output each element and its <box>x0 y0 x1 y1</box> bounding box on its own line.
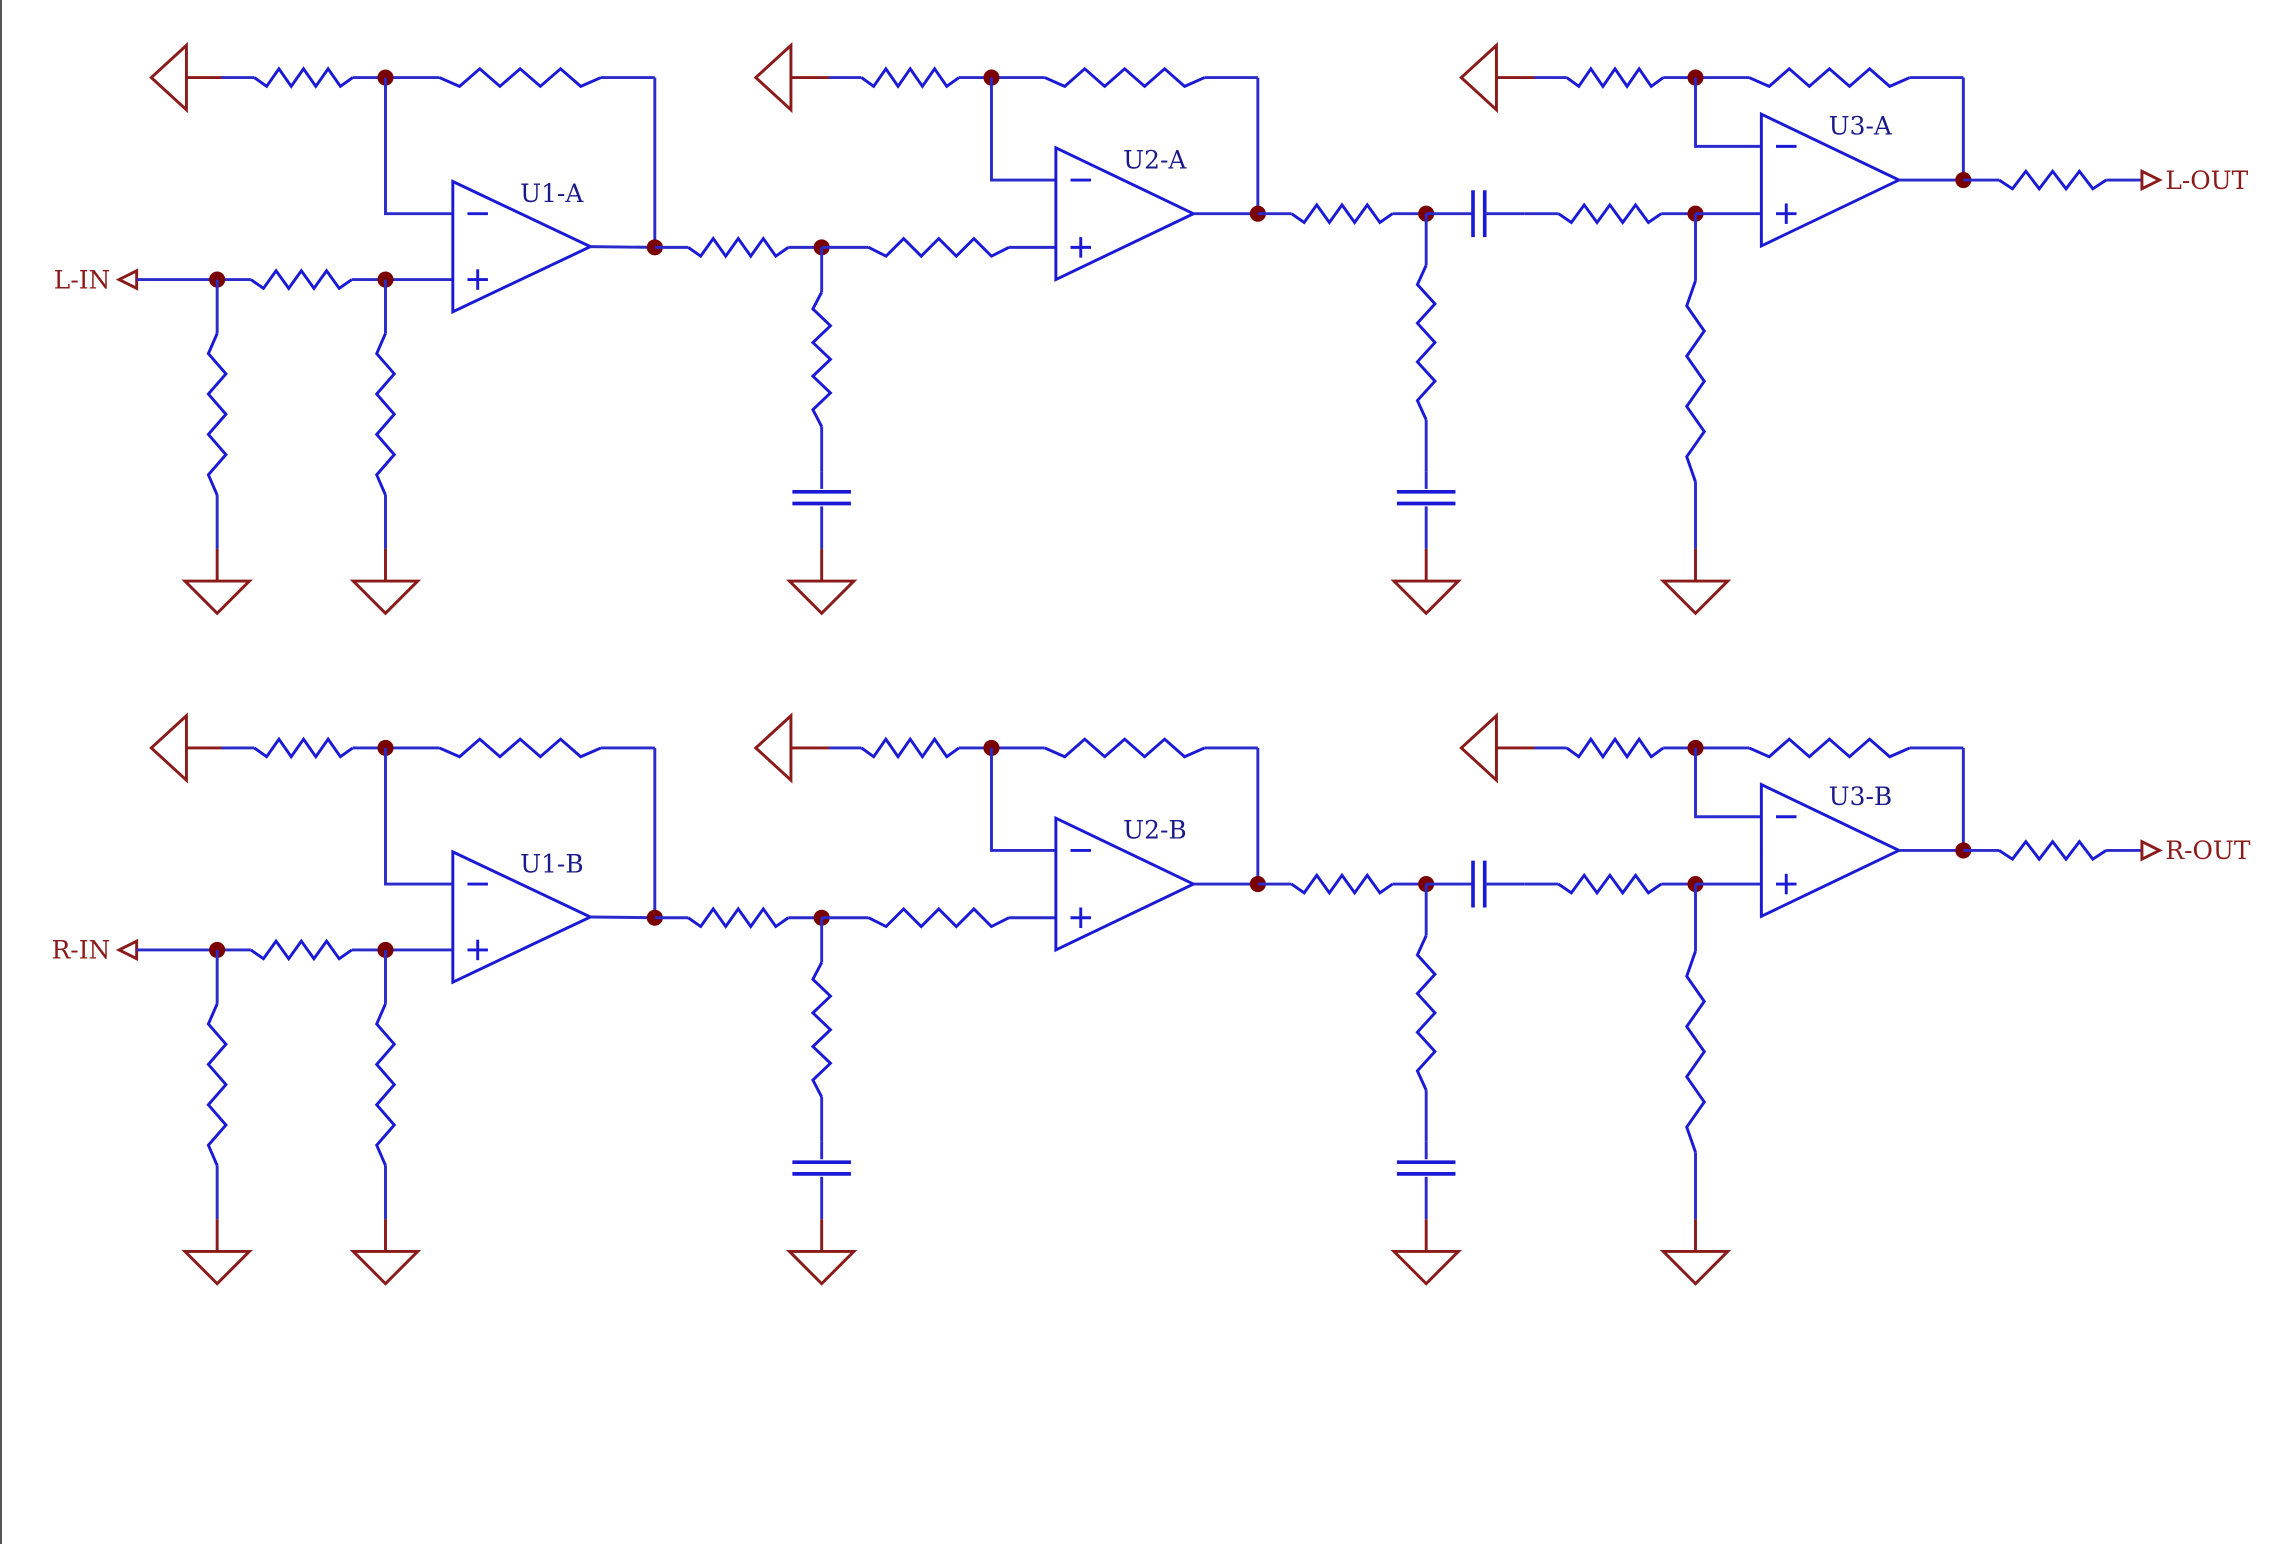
ground-triangle-icon <box>181 579 253 616</box>
resistor-zigzag-icon <box>867 906 1010 929</box>
resistor-zigzag-icon <box>249 268 353 291</box>
resistor-zigzag-icon <box>1044 737 1206 759</box>
wire <box>384 747 453 886</box>
opamp-label: U1-B <box>520 849 583 878</box>
resistor-zigzag-icon <box>374 332 397 496</box>
resistor-zigzag-icon <box>1998 168 2108 192</box>
resistor-zigzag-icon <box>687 236 790 259</box>
input-port-label: R-IN <box>52 936 111 965</box>
resistor-zigzag-icon <box>206 332 228 496</box>
opamp-u3-a: U3-A <box>1759 112 1903 249</box>
resistor-zigzag-icon <box>253 736 354 760</box>
channel-left: L-IN U1-A U2-A U3-A L-OUT <box>54 42 2249 616</box>
junction-dot-icon <box>1687 69 1704 86</box>
ground-triangle-icon <box>1390 579 1462 616</box>
reference-triangle-icon <box>149 42 188 114</box>
opamp-u1-a: U1-A <box>451 179 594 315</box>
ground-triangle-icon <box>1659 1249 1732 1286</box>
schematic-root: L-IN U1-A U2-A U3-A L-OUT R-IN U1-B U2-B U3-B R-O… <box>52 42 2251 1286</box>
ground-triangle-icon <box>1659 579 1732 616</box>
wire <box>1694 77 1762 148</box>
output-port-label: R-OUT <box>2165 836 2250 865</box>
reference-triangle-icon <box>1459 712 1498 784</box>
opamp-u2-a: U2-A <box>1054 145 1197 282</box>
resistor-zigzag-icon <box>1557 872 1663 896</box>
resistor-zigzag-icon <box>1290 872 1394 896</box>
opamp-u2-b: U2-B <box>1054 816 1197 953</box>
resistor-zigzag-icon <box>1684 950 1707 1153</box>
opamp-label: U3-A <box>1829 112 1893 141</box>
reference-triangle-icon <box>149 712 188 784</box>
wire <box>989 747 1056 852</box>
resistor-zigzag-icon <box>1565 736 1665 760</box>
resistor-zigzag-icon <box>867 236 1010 259</box>
port-arrow-icon <box>2140 168 2163 192</box>
resistor-zigzag-icon <box>1998 839 2108 862</box>
resistor-zigzag-icon <box>1415 264 1437 421</box>
opamp-label: U2-B <box>1123 816 1186 845</box>
resistor-zigzag-icon <box>206 1003 228 1166</box>
ground-triangle-icon <box>349 579 422 616</box>
reference-triangle-icon <box>1459 42 1498 114</box>
junction-dot-icon <box>983 69 1000 86</box>
wire <box>384 77 453 216</box>
ground-triangle-icon <box>349 1249 422 1286</box>
opamp-label: U3-B <box>1829 782 1892 811</box>
reference-triangle-icon <box>753 712 793 784</box>
opamp-u1-b: U1-B <box>451 849 594 985</box>
wire <box>1694 747 1762 819</box>
reference-triangle-icon <box>753 42 793 114</box>
resistor-zigzag-icon <box>860 736 960 760</box>
ground-triangle-icon <box>181 1249 253 1286</box>
resistor-zigzag-icon <box>1044 66 1206 89</box>
resistor-zigzag-icon <box>1557 202 1663 225</box>
resistor-zigzag-icon <box>438 66 602 89</box>
resistor-zigzag-icon <box>810 961 833 1098</box>
ground-triangle-icon <box>1390 1249 1462 1286</box>
resistor-zigzag-icon <box>438 737 602 759</box>
wire <box>590 245 655 249</box>
output-port-label: L-OUT <box>2165 166 2248 195</box>
port-arrow-icon <box>115 268 139 291</box>
resistor-zigzag-icon <box>1748 66 1911 89</box>
ground-triangle-icon <box>785 579 858 616</box>
port-arrow-icon <box>115 938 139 962</box>
opamp-label: U1-A <box>520 179 584 208</box>
channel-right: R-IN U1-B U2-B U3-B R-OUT <box>52 712 2251 1286</box>
input-port-label: L-IN <box>54 265 111 294</box>
resistor-zigzag-icon <box>1748 737 1911 759</box>
resistor-zigzag-icon <box>1565 66 1665 89</box>
resistor-zigzag-icon <box>687 906 790 930</box>
opamp-u3-b: U3-B <box>1759 782 1903 919</box>
junction-dot-icon <box>377 69 394 86</box>
resistor-zigzag-icon <box>249 938 353 962</box>
resistor-zigzag-icon <box>860 66 960 89</box>
resistor-zigzag-icon <box>1290 202 1394 225</box>
wire <box>590 915 655 920</box>
resistor-zigzag-icon <box>374 1003 397 1166</box>
port-arrow-icon <box>2140 839 2163 862</box>
ground-triangle-icon <box>785 1249 858 1286</box>
resistor-zigzag-icon <box>1415 934 1437 1091</box>
wire <box>989 77 1056 182</box>
resistor-zigzag-icon <box>810 291 833 428</box>
opamp-label: U2-A <box>1123 145 1187 174</box>
resistor-zigzag-icon <box>1684 280 1707 483</box>
resistor-zigzag-icon <box>253 66 354 89</box>
